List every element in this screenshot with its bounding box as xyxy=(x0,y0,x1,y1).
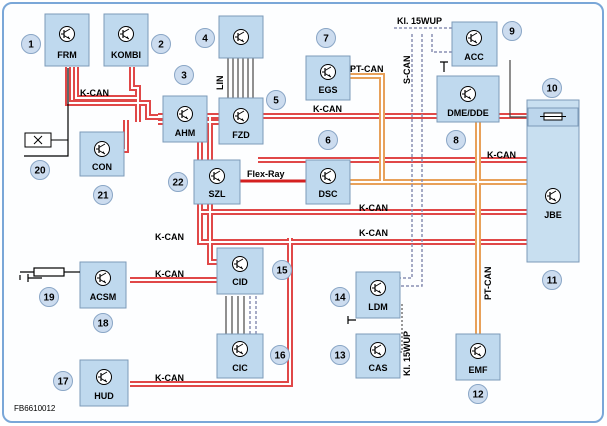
svg-text:12: 12 xyxy=(472,390,484,401)
label-acsm: ACSM xyxy=(90,292,117,302)
label-hud: HUD xyxy=(94,391,114,401)
bus-labels: K-CAN K-CAN K-CAN K-CAN K-CAN K-CAN K-CA… xyxy=(80,16,516,383)
callout-16: 16 xyxy=(270,345,290,365)
svg-text:11: 11 xyxy=(547,276,558,287)
bus-label-kcan-hud: K-CAN xyxy=(155,373,184,383)
svg-text:2: 2 xyxy=(158,40,164,51)
bus-label-kcan-mid: K-CAN xyxy=(359,203,388,213)
label-con: CON xyxy=(92,162,112,172)
label-dsc: DSC xyxy=(318,189,338,199)
callout-2: 2 xyxy=(151,34,171,54)
callout-badges: 1 2 3 4 5 6 7 8 9 10 11 12 13 14 15 16 1… xyxy=(21,21,562,404)
bus-label-kl15wup-cas: Kl. 15WUP xyxy=(402,331,412,376)
svg-text:1: 1 xyxy=(28,40,34,51)
label-jbe: JBE xyxy=(544,210,562,220)
callout-6: 6 xyxy=(318,130,338,150)
callout-3: 3 xyxy=(174,65,194,85)
control-units: FRM KOMBI AHM FZD EGS ACC DME/DDE CON xyxy=(44,13,580,407)
svg-text:16: 16 xyxy=(274,351,286,362)
callout-19: 19 xyxy=(39,287,59,307)
svg-text:21: 21 xyxy=(97,191,109,202)
svg-text:9: 9 xyxy=(509,27,515,38)
callout-17: 17 xyxy=(53,371,73,391)
callout-5: 5 xyxy=(266,90,286,110)
callout-4: 4 xyxy=(195,28,215,48)
callout-15: 15 xyxy=(272,260,292,280)
cid-cic-wiring xyxy=(225,296,257,334)
label-ldm: LDM xyxy=(368,302,388,312)
svg-text:18: 18 xyxy=(97,319,109,330)
callout-20: 20 xyxy=(30,160,50,180)
bus-label-kcan-cid: K-CAN xyxy=(155,232,184,242)
svg-text:20: 20 xyxy=(34,166,46,177)
component-20-icon xyxy=(24,132,68,148)
callout-13: 13 xyxy=(330,345,350,365)
svg-text:13: 13 xyxy=(334,351,346,362)
svg-text:14: 14 xyxy=(334,293,346,304)
label-cas: CAS xyxy=(368,363,387,373)
svg-text:15: 15 xyxy=(276,266,288,277)
label-egs: EGS xyxy=(318,85,337,95)
unit-cas xyxy=(355,333,401,379)
svg-text:3: 3 xyxy=(181,71,187,82)
ptcan-wiring xyxy=(343,73,528,336)
bus-label-scan: S-CAN xyxy=(402,56,412,85)
unit-jbe xyxy=(526,99,580,263)
callout-12: 12 xyxy=(468,384,488,404)
bus-label-kcan-jbe: K-CAN xyxy=(487,150,516,160)
svg-text:8: 8 xyxy=(453,136,459,147)
svg-text:6: 6 xyxy=(325,136,331,147)
label-dme-dde: DME/DDE xyxy=(447,108,489,118)
bus-label-kcan-acsm: K-CAN xyxy=(155,269,184,279)
svg-text:7: 7 xyxy=(323,34,329,45)
callout-7: 7 xyxy=(316,28,336,48)
label-szl: SZL xyxy=(209,189,227,199)
bus-label-kcan-lower: K-CAN xyxy=(359,228,388,238)
callout-8: 8 xyxy=(446,130,466,150)
callout-10: 10 xyxy=(542,78,562,98)
callout-14: 14 xyxy=(330,287,350,307)
kl15wup-wiring xyxy=(400,304,403,353)
callout-18: 18 xyxy=(93,313,113,333)
figure-id: FB6610012 xyxy=(14,404,56,413)
switch-19-icon xyxy=(19,267,80,280)
svg-text:22: 22 xyxy=(172,178,184,189)
bus-label-flexray: Flex-Ray xyxy=(247,169,285,179)
label-kombi: KOMBI xyxy=(111,50,141,60)
label-cic: CIC xyxy=(232,363,248,373)
callout-22: 22 xyxy=(168,172,188,192)
bus-label-ptcan-egs: PT-CAN xyxy=(350,64,384,74)
bus-label-kcan-fzd: K-CAN xyxy=(313,104,342,114)
acc-fuse-wiring xyxy=(509,60,528,118)
bus-label-kl15wup-top: Kl. 15WUP xyxy=(397,16,442,26)
svg-text:4: 4 xyxy=(202,34,208,45)
callout-11: 11 xyxy=(542,270,562,290)
bus-label-kcan-frm: K-CAN xyxy=(80,88,109,98)
lin-wiring xyxy=(227,58,254,100)
svg-text:17: 17 xyxy=(57,377,69,388)
label-emf: EMF xyxy=(469,365,489,375)
svg-text:5: 5 xyxy=(273,96,279,107)
callout-21: 21 xyxy=(93,185,113,205)
svg-text:19: 19 xyxy=(43,293,55,304)
ground-symbols xyxy=(24,61,448,324)
label-cid: CID xyxy=(232,277,248,287)
bus-label-lin: LIN xyxy=(215,76,225,91)
label-acc: ACC xyxy=(464,52,484,62)
label-fzd: FZD xyxy=(232,130,250,140)
svg-text:10: 10 xyxy=(546,84,558,95)
label-frm: FRM xyxy=(57,50,77,60)
callout-9: 9 xyxy=(502,21,522,41)
callout-1: 1 xyxy=(21,34,41,54)
bus-label-ptcan-emf: PT-CAN xyxy=(483,267,493,301)
label-ahm: AHM xyxy=(175,128,196,138)
